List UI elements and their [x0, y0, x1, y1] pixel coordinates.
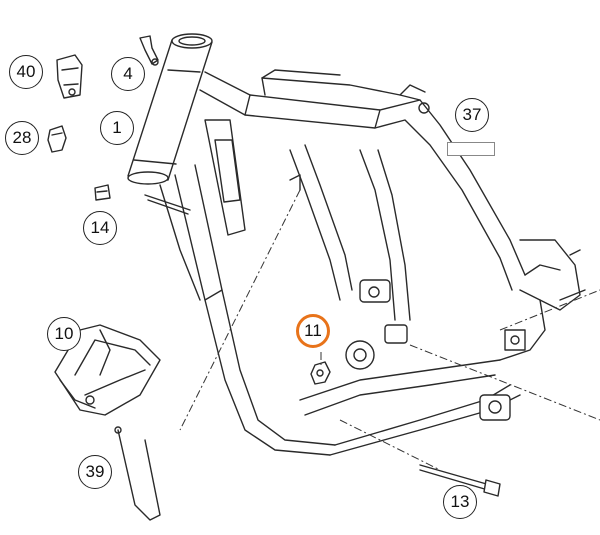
frame-down-tubes: [159, 119, 336, 456]
part-39-strap: [114, 426, 161, 521]
steering-head-tube: [127, 33, 213, 185]
frame-rear-section: [299, 239, 586, 456]
callout-14[interactable]: 14: [83, 211, 117, 245]
callout-40[interactable]: 40: [9, 55, 43, 89]
frame-top-tubes: [199, 69, 526, 291]
label-sticker: [447, 142, 495, 156]
frame-middle-tubes: [289, 144, 411, 370]
part-14-clip: [94, 184, 111, 201]
part-13-bolt: [419, 464, 501, 497]
callout-37[interactable]: 37: [455, 98, 489, 132]
part-4-bolt: [139, 35, 159, 66]
callout-11-highlighted[interactable]: 11: [296, 314, 330, 348]
part-10-skid-plate: [54, 324, 161, 416]
callout-10[interactable]: 10: [47, 317, 81, 351]
callout-39[interactable]: 39: [78, 455, 112, 489]
part-40-clip: [56, 54, 83, 99]
leader-line-rear: [499, 289, 600, 331]
part-1-bracket: [144, 194, 191, 215]
callout-13[interactable]: 13: [443, 485, 477, 519]
callout-28[interactable]: 28: [5, 121, 39, 155]
part-11-nut: [310, 361, 331, 385]
callout-4[interactable]: 4: [111, 57, 145, 91]
leader-line-10: [179, 189, 301, 431]
part-28-nut: [47, 125, 67, 153]
callout-1[interactable]: 1: [100, 111, 134, 145]
leader-line-lower: [409, 344, 600, 421]
leader-line-13: [339, 419, 441, 471]
